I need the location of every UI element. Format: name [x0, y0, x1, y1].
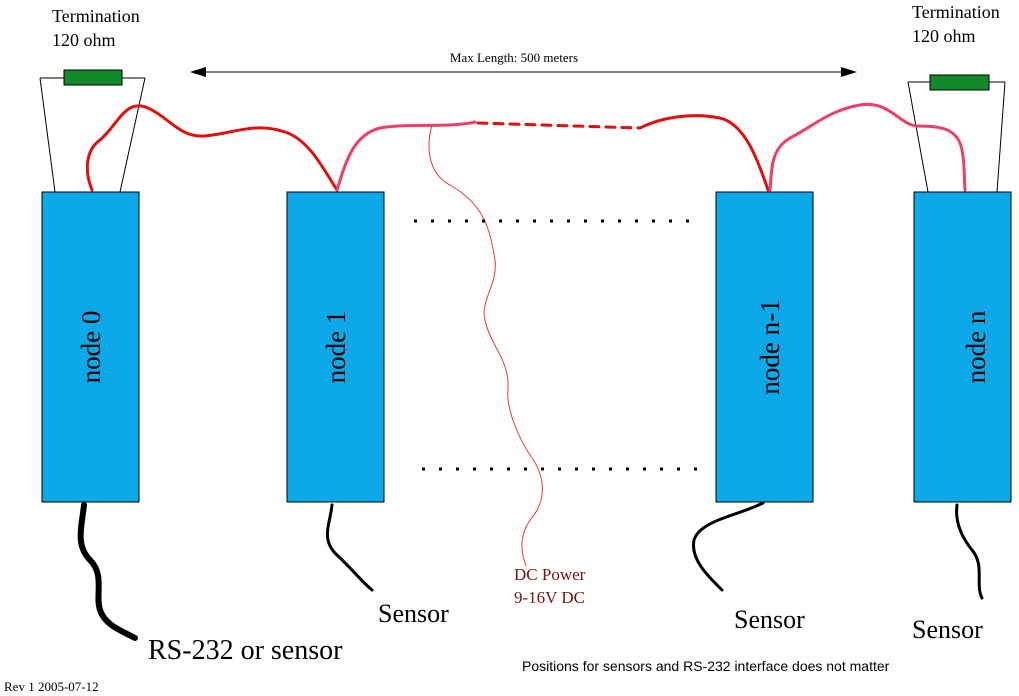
bus-segment-node-n-1-in — [638, 114, 770, 192]
node-n-1: node n-1 — [715, 191, 814, 503]
dc-power-line — [428, 124, 543, 567]
node-n-1-box — [715, 191, 814, 503]
max-length-label: Max Length: 500 meters — [450, 50, 578, 65]
termination-right-title: Termination — [912, 2, 1000, 22]
termination-left-title: Termination — [52, 6, 140, 26]
node-n-1-sensor-wire — [692, 501, 765, 592]
bus-cables — [85, 102, 967, 192]
termination-left-lead-b — [119, 77, 146, 193]
node-1-sensor-wire — [326, 503, 374, 592]
sensor-label-node-n-1: Sensor — [734, 605, 805, 634]
node-0-box — [41, 191, 140, 503]
termination-right-resistor — [929, 74, 990, 91]
bus-segment-node1-out — [335, 120, 477, 192]
termination-right-lead-b — [996, 81, 1006, 193]
node-n-sensor-wire — [955, 503, 984, 600]
revision-label: Rev 1 2005-07-12 — [4, 679, 99, 694]
node-1-box — [286, 191, 385, 503]
bus-segment-node-n-1-node-n — [768, 102, 967, 192]
bus-segment-node0-node1 — [85, 104, 339, 192]
termination-right-value: 120 ohm — [912, 26, 976, 46]
termination-left-resistor — [63, 69, 123, 86]
rs232-cable — [77, 502, 138, 641]
node-0: node 0 — [41, 191, 140, 503]
positions-note: Positions for sensors and RS-232 interfa… — [522, 658, 890, 674]
node-0-label: node 0 — [76, 311, 106, 384]
node-n-label: node n — [961, 310, 991, 383]
node-n: node n — [913, 191, 1012, 503]
dc-power-label: DC Power — [514, 565, 586, 584]
rs232-label: RS-232 or sensor — [148, 635, 343, 666]
sensor-label-node-n: Sensor — [912, 615, 983, 644]
node-n-box — [913, 191, 1012, 503]
node-1-label: node 1 — [321, 311, 351, 384]
node-n-1-label: node n-1 — [755, 299, 785, 394]
sensor-label-node-1: Sensor — [378, 599, 449, 628]
termination-left-assembly — [39, 69, 146, 193]
termination-left-value: 120 ohm — [52, 30, 116, 50]
dc-power-voltage: 9-16V DC — [514, 588, 585, 607]
bus-segment-gap — [476, 121, 642, 130]
termination-left-lead-a — [39, 77, 56, 193]
max-length-arrow — [190, 67, 857, 77]
termination-right-lead-a — [907, 81, 929, 193]
termination-right-assembly — [907, 74, 1006, 193]
node-1: node 1 — [286, 191, 385, 503]
